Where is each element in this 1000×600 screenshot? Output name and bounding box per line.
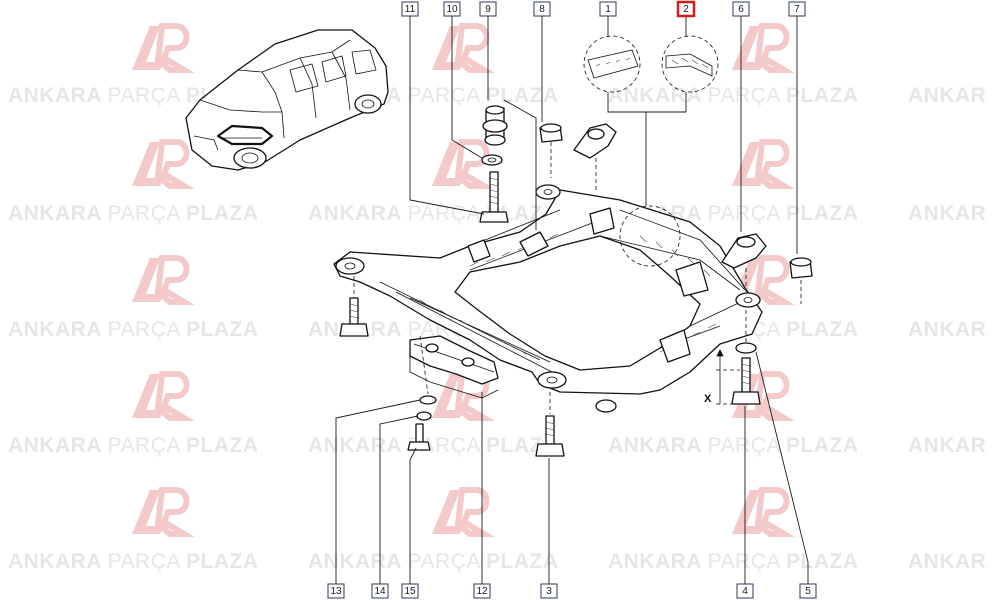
watermark-text: ANKARA PARÇA PLAZA	[8, 202, 259, 225]
watermark-text: ANKAR	[908, 202, 986, 225]
detail-views	[583, 35, 719, 267]
callout-number: 13	[330, 586, 342, 597]
watermark-logo	[732, 139, 795, 189]
callout-box	[540, 583, 558, 599]
watermark-logo	[432, 139, 495, 189]
watermark-logo	[132, 371, 195, 421]
watermark-text: ANKAR	[908, 318, 986, 341]
callout-box	[327, 583, 345, 599]
watermark-logo	[432, 487, 495, 537]
watermark-text: ANKAR	[908, 434, 986, 457]
callout-9[interactable]: 9	[479, 1, 497, 17]
callout-10[interactable]: 10	[443, 1, 461, 17]
watermark-logo	[132, 23, 195, 73]
nut-8	[539, 123, 563, 143]
washer-14	[416, 411, 432, 421]
bolt-15	[407, 423, 431, 451]
callout-6[interactable]: 6	[732, 1, 750, 17]
dimension-x: X	[704, 349, 740, 405]
callout-box	[443, 1, 461, 17]
callout-7[interactable]: 7	[788, 1, 806, 17]
bracket-plate-6	[721, 233, 767, 269]
watermark-text: ANKAR	[908, 550, 986, 573]
callout-number: 7	[794, 4, 800, 15]
bracket-plate-upper	[573, 123, 617, 159]
callout-box	[788, 1, 806, 17]
callout-number: 4	[742, 586, 748, 597]
bolt-11	[479, 171, 509, 223]
leader-lines	[335, 16, 809, 586]
watermark-text: ANKARA PARÇA PLAZA	[8, 434, 259, 457]
callout-box	[736, 583, 754, 599]
callout-number: 2	[683, 4, 689, 15]
callout-12[interactable]: 12	[473, 583, 491, 599]
watermark-text: ANKARA PARÇA PLAZA	[308, 202, 559, 225]
watermark-text: ANKAR	[908, 84, 986, 107]
callout-box	[676, 0, 696, 18]
callout-15[interactable]: 15	[401, 583, 419, 599]
callout-2[interactable]: 2	[676, 0, 696, 18]
callout-number: 14	[374, 586, 386, 597]
callout-number: 11	[405, 4, 416, 15]
callout-box	[599, 1, 617, 17]
callout-box	[401, 583, 419, 599]
lower-bracket	[409, 335, 499, 399]
callout-box	[533, 1, 551, 17]
callout-number: 5	[805, 586, 811, 597]
washer-5	[735, 342, 757, 354]
callout-11[interactable]: 11	[401, 1, 419, 17]
callout-number: 10	[446, 4, 458, 15]
watermark-text: ANKARA PARÇA PLAZA	[8, 318, 259, 341]
callout-3[interactable]: 3	[540, 583, 558, 599]
callout-14[interactable]: 14	[371, 583, 389, 599]
dimension-label: X	[704, 393, 712, 405]
watermark-text: ANKARA PARÇA PLAZA	[308, 434, 559, 457]
callout-box	[473, 583, 491, 599]
callout-box	[799, 583, 817, 599]
callout-number: 15	[404, 586, 416, 597]
bolt-left	[339, 297, 369, 337]
washer-10	[481, 154, 503, 166]
callout-number: 12	[476, 586, 488, 597]
callout-number: 8	[539, 4, 545, 15]
callout-5[interactable]: 5	[799, 583, 817, 599]
fasteners	[339, 105, 813, 457]
callout-number: 3	[546, 586, 552, 597]
callout-number: 1	[605, 4, 611, 15]
callout-8[interactable]: 8	[533, 1, 551, 17]
watermark-text: ANKARA PARÇA PLAZA	[8, 550, 259, 573]
callout-13[interactable]: 13	[327, 583, 345, 599]
callout-number: 6	[738, 4, 744, 15]
watermark-logo	[732, 23, 795, 73]
callout-box	[732, 1, 750, 17]
car-illustration	[185, 29, 389, 171]
callout-number: 9	[485, 4, 491, 15]
callout-4[interactable]: 4	[736, 583, 754, 599]
watermark-logo	[732, 487, 795, 537]
watermark-text: ANKARA PARÇA PLAZA	[608, 434, 859, 457]
callout-1[interactable]: 1	[599, 1, 617, 17]
watermark-text: ANKARA PARÇA PLAZA	[308, 550, 559, 573]
watermark-logo	[132, 487, 195, 537]
watermark-text: ANKARA PARÇA PLAZA	[608, 550, 859, 573]
watermark-logo	[132, 139, 195, 189]
watermark-logo	[132, 255, 195, 305]
callout-box	[479, 1, 497, 17]
nut-7	[789, 257, 813, 279]
bolt-3	[535, 415, 565, 457]
bolt-4	[731, 357, 761, 405]
bushing-9	[482, 105, 508, 146]
watermark-text-rows: ANKARA PARÇA PLAZA ANKARA PARÇA PLAZA ANKA…	[8, 84, 986, 573]
watermark-logo	[432, 23, 495, 73]
callout-box	[371, 583, 389, 599]
washer-13	[419, 395, 437, 405]
watermark-text: ANKARA PARÇA PLAZA	[608, 84, 859, 107]
callout-box	[401, 1, 419, 17]
